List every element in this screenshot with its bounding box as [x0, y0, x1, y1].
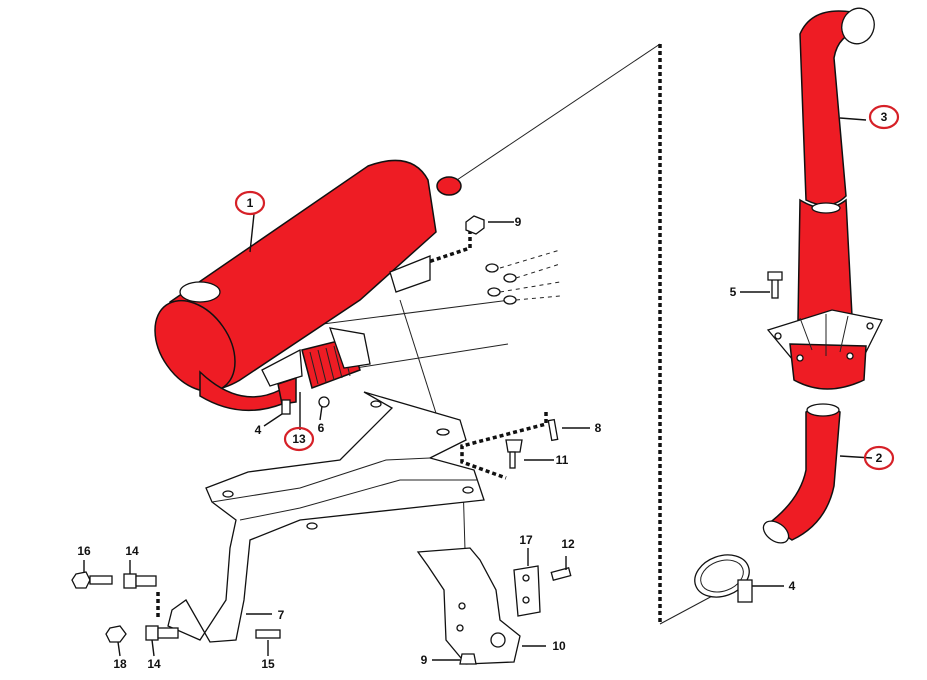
- callout-ring-2: [863, 445, 895, 471]
- callout-5: 5: [730, 285, 737, 299]
- callout-1: 1: [247, 196, 254, 210]
- mounting-studs: [485, 249, 561, 305]
- callout-14-bottom: 14: [147, 657, 161, 671]
- callout-rings: [234, 104, 900, 471]
- callout-labels: 1 2 3 13 4 4 5 6 7 8 9 9 10 11 12 14 14 …: [77, 110, 887, 671]
- callout-9-bottom: 9: [421, 653, 428, 667]
- muffler: [154, 159, 462, 412]
- callout-ring-1: [234, 190, 266, 216]
- callout-8: 8: [595, 421, 602, 435]
- callout-ring-3: [868, 104, 900, 130]
- callout-6: 6: [318, 421, 325, 435]
- callout-14-top: 14: [125, 544, 139, 558]
- callout-3: 3: [881, 110, 888, 124]
- callout-17: 17: [519, 533, 533, 547]
- callout-2: 2: [876, 451, 883, 465]
- callout-11: 11: [556, 453, 569, 467]
- callout-10: 10: [552, 639, 566, 653]
- callout-4-muffler: 4: [255, 423, 262, 437]
- leader-lines: [83, 117, 873, 661]
- callout-7: 7: [278, 608, 285, 622]
- support-bracket: [167, 391, 485, 643]
- elbow-pipe: [762, 403, 841, 544]
- callout-12: 12: [561, 537, 575, 551]
- callout-13: 13: [292, 432, 306, 446]
- mount-bracket: [416, 547, 541, 665]
- exhaust-stack: [766, 7, 883, 390]
- callout-18: 18: [113, 657, 127, 671]
- callout-9-top: 9: [515, 215, 522, 229]
- flex-pipe: [277, 327, 371, 405]
- callout-15: 15: [261, 657, 275, 671]
- callout-4-clamp: 4: [789, 579, 796, 593]
- callout-16: 16: [77, 544, 91, 558]
- pipe-clamp: [694, 554, 753, 603]
- fasteners: [71, 215, 783, 665]
- callout-ring-13: [283, 426, 315, 452]
